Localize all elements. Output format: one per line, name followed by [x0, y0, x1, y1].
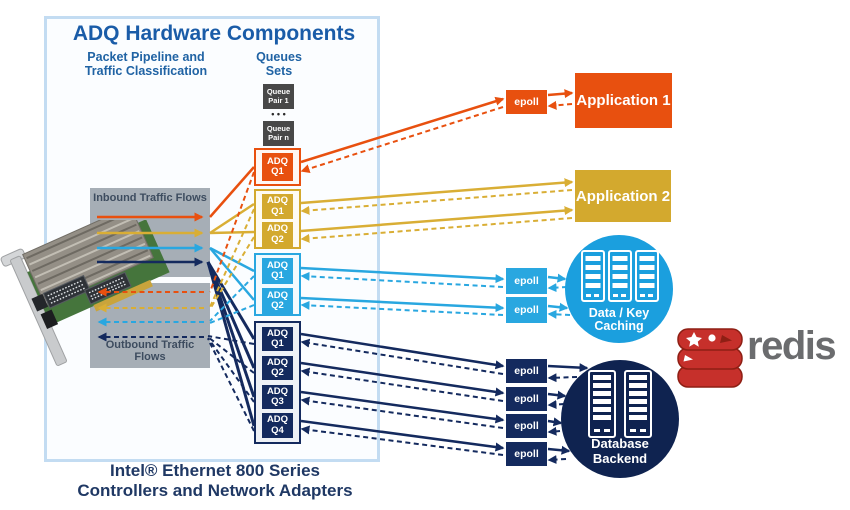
outbound-traffic-box: Outbound Traffic Flows — [90, 283, 210, 368]
pipeline-label: Packet Pipeline and Traffic Classificati… — [84, 50, 208, 78]
redis-wordmark: redis — [747, 324, 837, 368]
caching-label: Data / Key Caching — [588, 305, 650, 334]
adq-queue-orange-q1: ADQ Q1 — [262, 153, 293, 181]
diagram-title: ADQ Hardware Components — [72, 22, 356, 45]
epoll-box-navy-4: epoll — [506, 442, 547, 466]
database-backend-circle: Database Backend — [561, 360, 679, 478]
adapter-caption: Intel® Ethernet 800 Series Controllers a… — [77, 461, 353, 501]
epoll-box-blue-2: epoll — [506, 297, 547, 323]
server-rack-icons — [581, 250, 659, 302]
inbound-traffic-label: Inbound Traffic Flows — [93, 192, 207, 204]
adq-queue-navy-q2: ADQ Q2 — [262, 356, 293, 380]
data-key-caching-circle: Data / Key Caching — [565, 235, 673, 343]
adq-queue-navy-q1: ADQ Q1 — [262, 327, 293, 351]
epoll-box-navy-1: epoll — [506, 359, 547, 383]
queue-pair-n: Queue Pair n — [263, 121, 294, 146]
adq-queue-navy-q3: ADQ Q3 — [262, 385, 293, 409]
epoll-box-blue-1: epoll — [506, 268, 547, 294]
adq-queue-navy-q4: ADQ Q4 — [262, 413, 293, 438]
adq-queue-blue-q1: ADQ Q1 — [262, 258, 293, 284]
server-tower-icons — [588, 370, 652, 438]
epoll-box-navy-2: epoll — [506, 387, 547, 411]
epoll-box-orange: epoll — [506, 90, 547, 114]
queues-sets-label: Queues Sets — [256, 50, 302, 78]
outbound-traffic-label: Outbound Traffic Flows — [105, 339, 195, 363]
adq-queue-gold-q2: ADQ Q2 — [262, 222, 293, 247]
epoll-box-navy-3: epoll — [506, 414, 547, 438]
queue-pair-1: Queue Pair 1 — [263, 84, 294, 109]
network-adapter-image — [0, 220, 170, 366]
application-2-box: Application 2 — [575, 170, 671, 222]
adq-queue-blue-q2: ADQ Q2 — [262, 288, 293, 314]
database-label: Database Backend — [591, 436, 649, 466]
application-1-box: Application 1 — [575, 73, 672, 128]
queue-pair-ellipsis: • • • — [271, 109, 286, 119]
adq-queue-gold-q1: ADQ Q1 — [262, 194, 293, 219]
redis-logo-icon — [677, 328, 743, 388]
